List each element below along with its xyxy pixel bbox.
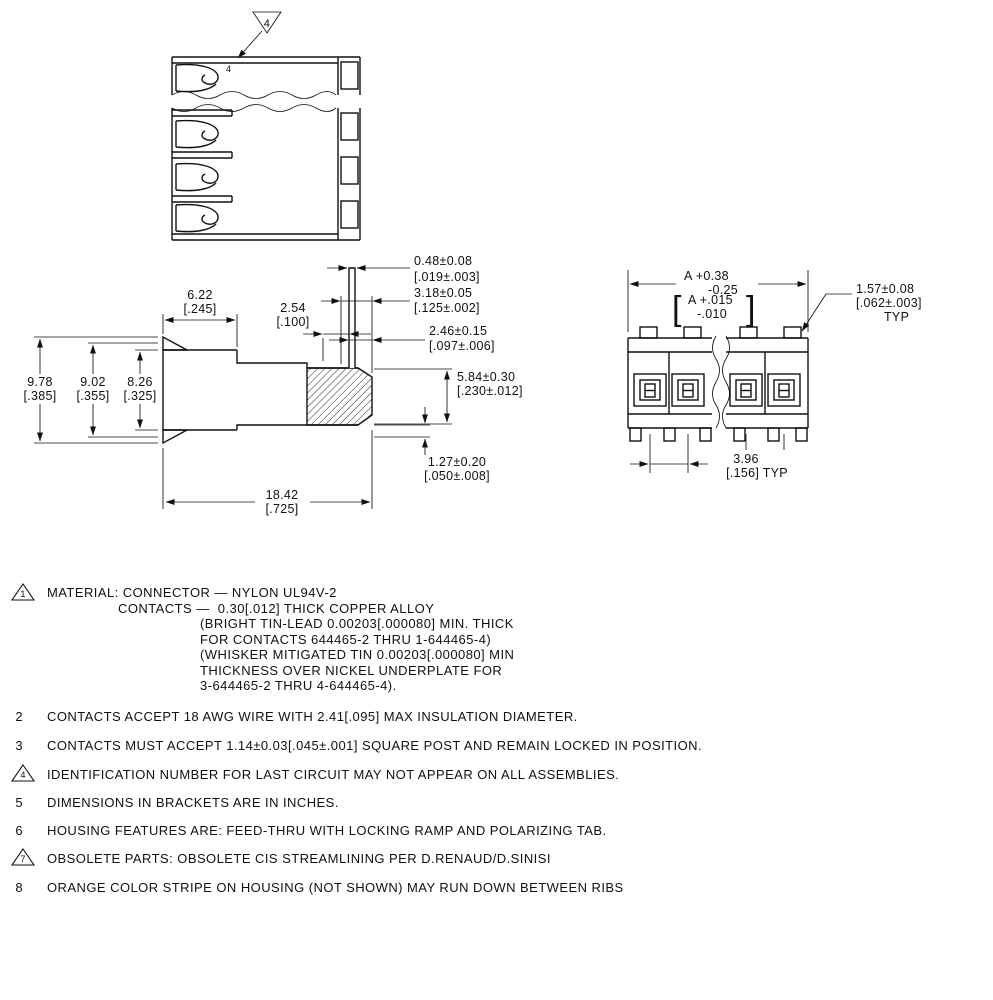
front-break-lines: [712, 335, 730, 429]
contact-section-hatch: [306, 367, 373, 426]
dim-1-27-lines: [374, 407, 430, 455]
dim-18-42-in: [.725]: [265, 502, 298, 516]
dim-5-84-in: [.230±.012]: [457, 384, 523, 398]
side-outline: [162, 335, 358, 445]
note-line: IDENTIFICATION NUMBER FOR LAST CIRCUIT M…: [47, 767, 620, 782]
rear-slots: [340, 61, 359, 229]
dim-a-mm-line2: -0.25: [708, 283, 738, 297]
dim-8-26-in: [.325]: [123, 389, 156, 403]
contact-springs: [175, 63, 219, 233]
dim-9-78-mm: 9.78: [27, 375, 53, 389]
contact-cavities: [633, 373, 801, 407]
dim-1-57-typ: TYP: [884, 310, 909, 324]
dim-8-26-lines: [135, 349, 158, 431]
note-line: DIMENSIONS IN BRACKETS ARE IN INCHES.: [47, 795, 339, 810]
note-8-number: 8: [15, 880, 23, 895]
dim-9-02-mm: 9.02: [80, 375, 106, 389]
svg-text:7: 7: [20, 854, 26, 865]
dim-9-78-lines: [34, 336, 158, 444]
note-7-flag-icon: 7: [10, 848, 36, 866]
dim-3-18-in: [.125±.002]: [414, 301, 480, 315]
dim-0-48-in: [.019±.003]: [414, 270, 480, 284]
dim-18-42-lines: [162, 430, 373, 509]
dim-6-22-lines: [162, 314, 238, 347]
dim-0-48-mm: 0.48±0.08: [414, 254, 472, 268]
dim-3-18-mm: 3.18±0.05: [414, 286, 472, 300]
note-line: HOUSING FEATURES ARE: FEED-THRU WITH LOC…: [47, 823, 607, 838]
dim-a-mm-line1: A +0.38: [684, 269, 729, 283]
note-line: CONTACTS — 0.30[.012] THICK COPPER ALLOY: [118, 600, 435, 616]
front-view: A +0.38 -0.25 [ A +.015 -.010 ] 1.57±0.0…: [627, 269, 922, 480]
drawing-canvas: 4 4 9.78 [.385]: [23, 11, 922, 516]
dim-1-57-lines: [801, 293, 852, 332]
front-outline: [627, 326, 809, 442]
dim-2-46-in: [.097±.006]: [429, 339, 495, 353]
note-line: 3-644465-2 THRU 4-644465-4).: [200, 678, 397, 693]
note-line: (BRIGHT TIN-LEAD 0.00203[.000080] MIN. T…: [200, 616, 514, 631]
housing-outline: [171, 56, 361, 241]
note-line: MATERIAL: CONNECTOR — NYLON UL94V-2: [47, 585, 337, 600]
dim-1-27-in: [.050±.008]: [424, 469, 490, 483]
note-line: THICKNESS OVER NICKEL UNDERPLATE FOR: [200, 662, 503, 678]
note-flag-callout: 4 4: [226, 11, 282, 74]
note-4-flag-icon: 4: [10, 764, 36, 782]
note-2-number: 2: [15, 709, 23, 724]
dim-5-84-mm: 5.84±0.30: [457, 370, 515, 384]
dim-6-22-in: [.245]: [183, 302, 216, 316]
circuit-id-label: 4: [226, 64, 231, 74]
note-line: CONTACTS ACCEPT 18 AWG WIRE WITH 2.41[.0…: [47, 709, 578, 724]
cutaway-top-view: 4 4: [171, 11, 361, 241]
dim-2-54-in: [.100]: [276, 315, 309, 329]
note-line: (WHISKER MITIGATED TIN 0.00203[.000080] …: [200, 647, 515, 662]
note-5-number: 5: [15, 795, 23, 810]
note-6-number: 6: [15, 823, 23, 838]
note-3-number: 3: [15, 738, 23, 753]
dim-a-in-line1: A +.015: [688, 293, 733, 307]
note-line: FOR CONTACTS 644465-2 THRU 1-644465-4): [200, 631, 492, 647]
dim-1-57-mm: 1.57±0.08: [856, 282, 914, 296]
dim-a-bracket-close: ]: [746, 290, 756, 328]
dim-1-57-in: [.062±.003]: [856, 296, 922, 310]
dim-3-96-lines: [630, 434, 785, 473]
note-1-flag-icon: 1: [10, 583, 36, 601]
dim-9-02-lines: [88, 342, 158, 438]
dim-a-bracket-open: [: [672, 290, 682, 328]
dim-3-18-lines: [321, 296, 410, 373]
dim-9-78-in: [.385]: [23, 389, 56, 403]
dim-5-84-lines: [374, 368, 452, 425]
svg-text:4: 4: [20, 770, 26, 781]
dim-18-42-mm: 18.42: [266, 488, 299, 502]
dim-1-27-mm: 1.27±0.20: [428, 455, 486, 469]
svg-text:1: 1: [20, 589, 26, 600]
note-line: ORANGE COLOR STRIPE ON HOUSING (NOT SHOW…: [47, 880, 624, 895]
dim-3-96-in-typ: [.156] TYP: [726, 466, 788, 480]
break-lines: [171, 91, 337, 112]
dim-2-46-mm: 2.46±0.15: [429, 324, 487, 338]
dim-2-54-lines: [303, 331, 371, 361]
side-view: 9.78 [.385] 9.02 [.355] 8.26 [.325]: [23, 254, 522, 516]
dim-a-in-line2: -.010: [697, 307, 727, 321]
contact-post: [348, 267, 356, 368]
dim-9-02-in: [.355]: [76, 389, 109, 403]
dim-2-54-mm: 2.54: [280, 301, 306, 315]
flag-number-label: 4: [264, 18, 270, 30]
note-line: OBSOLETE PARTS: OBSOLETE CIS STREAMLININ…: [47, 851, 551, 866]
dim-8-26-mm: 8.26: [127, 375, 153, 389]
dim-6-22-mm: 6.22: [187, 288, 213, 302]
dim-3-96-mm: 3.96: [733, 452, 759, 466]
note-line: CONTACTS MUST ACCEPT 1.14±0.03[.045±.001…: [47, 738, 703, 753]
